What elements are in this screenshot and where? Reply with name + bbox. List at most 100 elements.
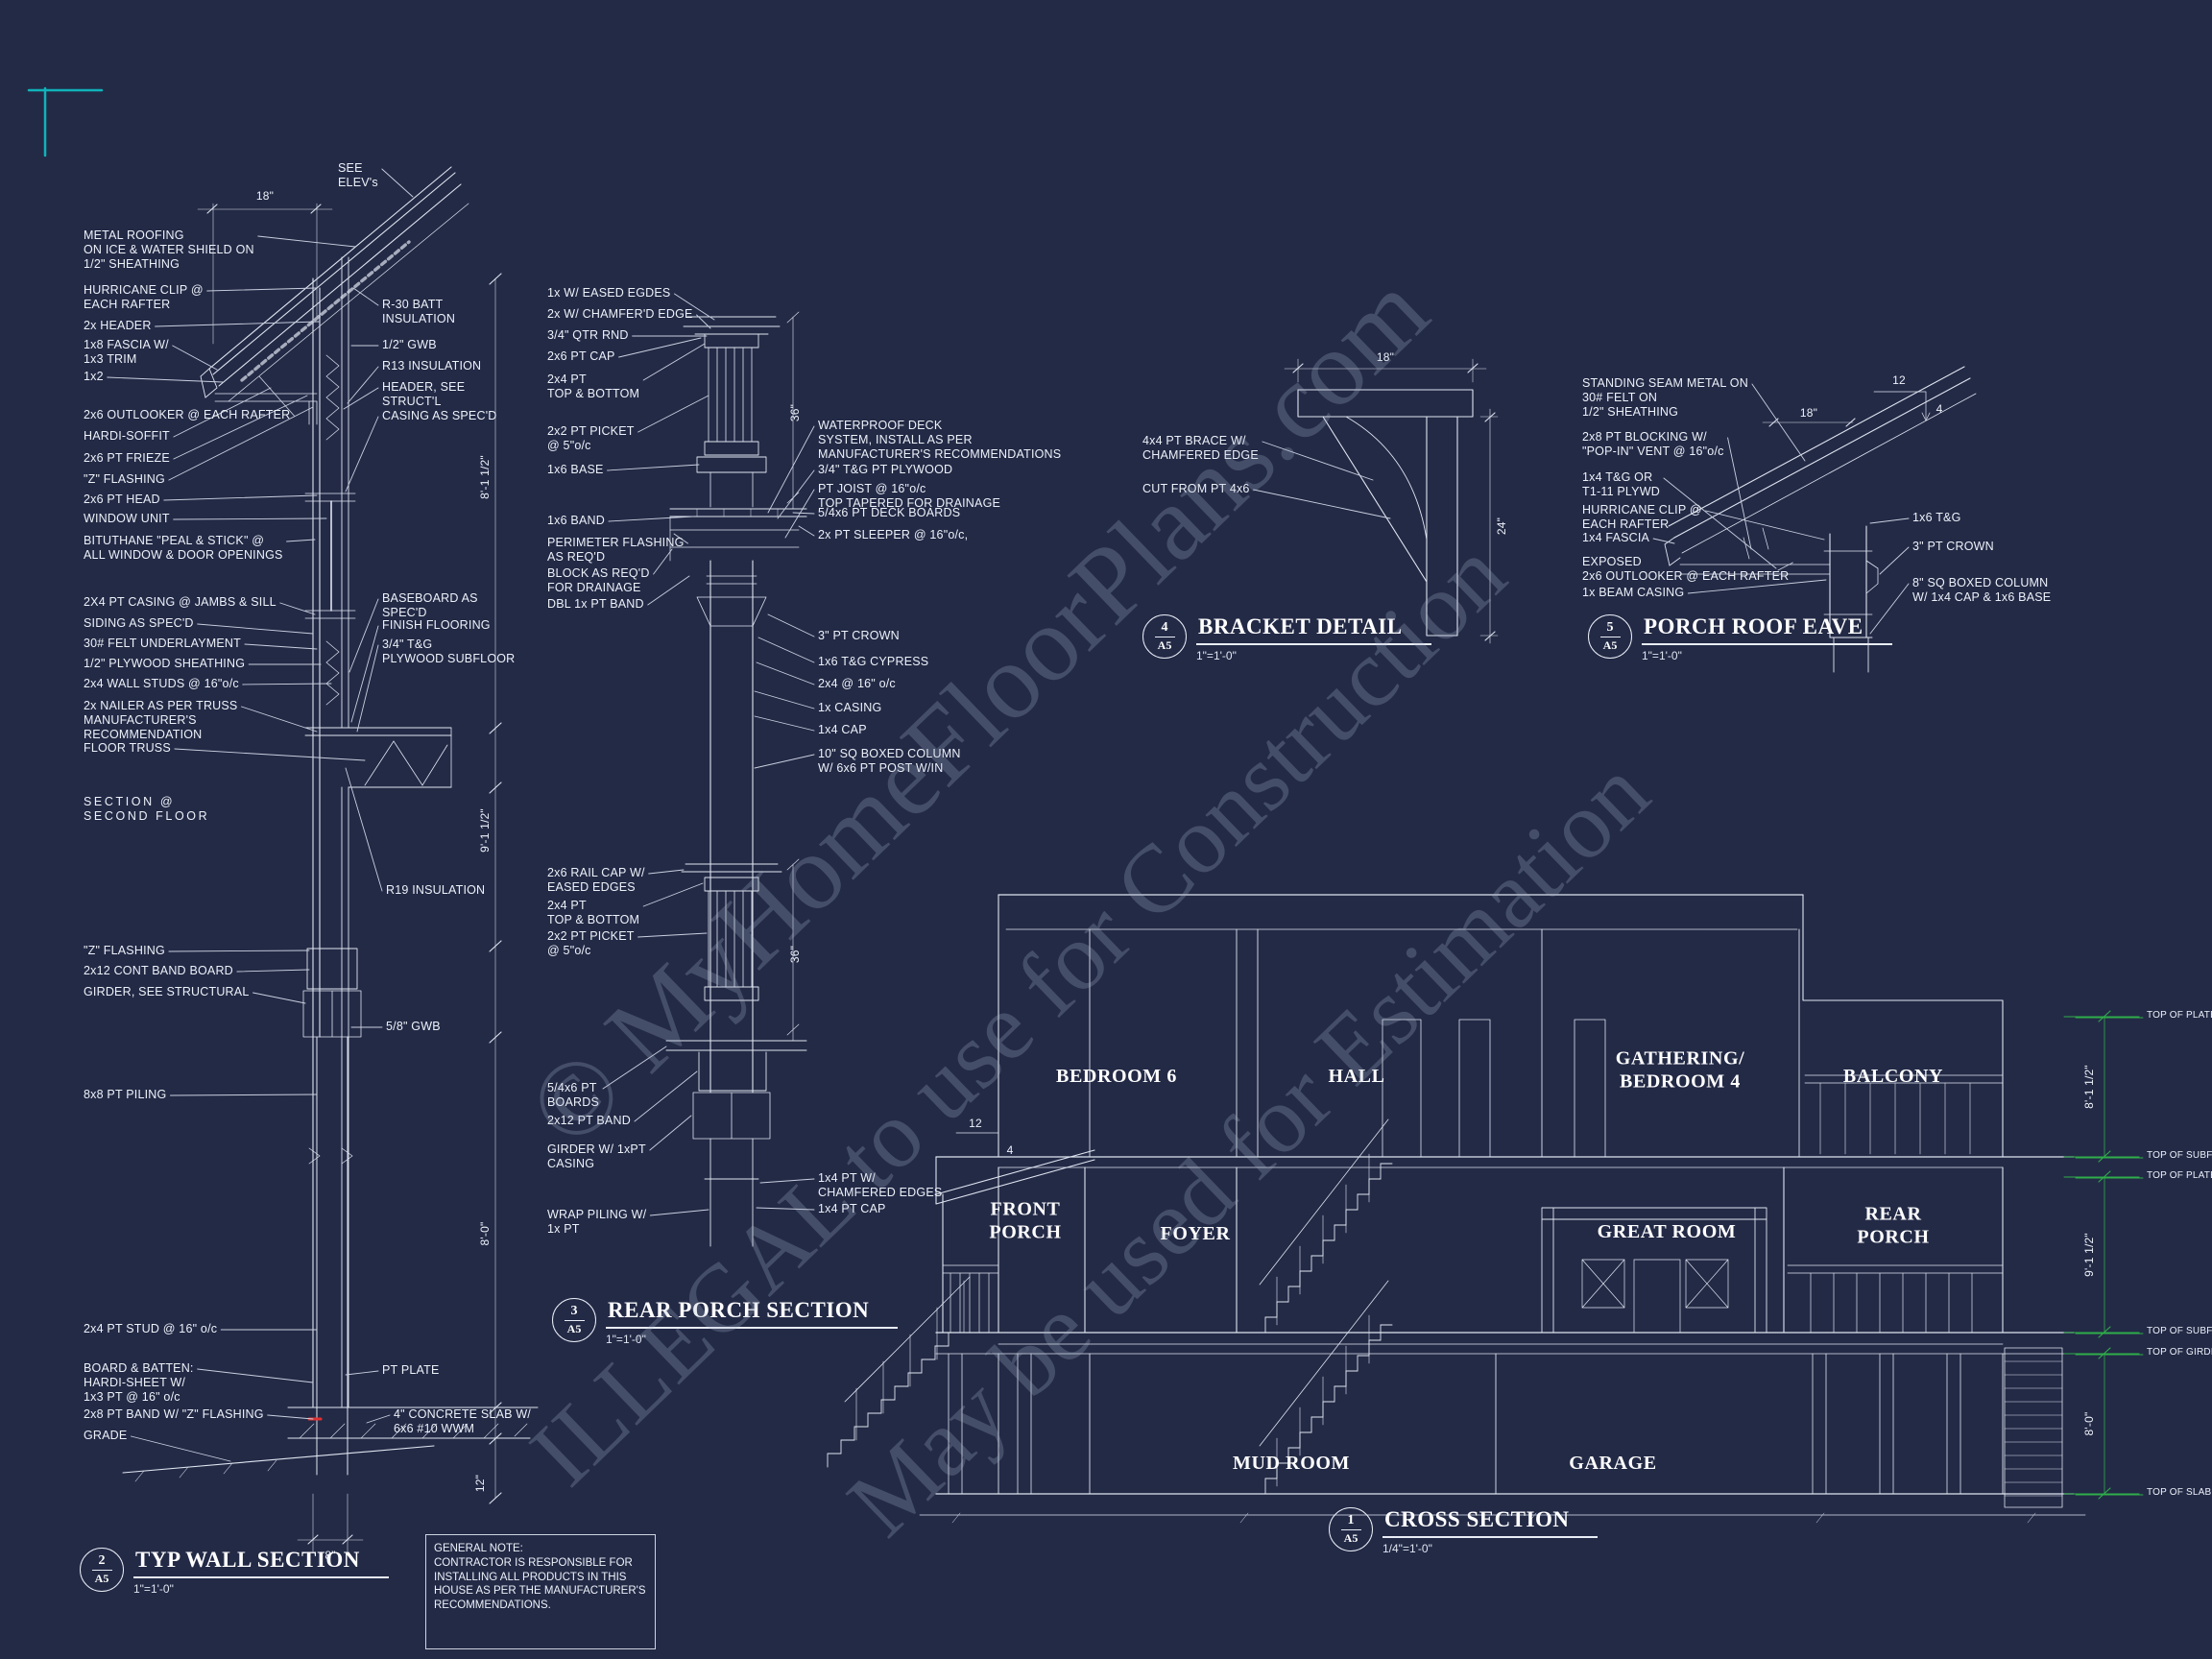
wall-callout: GRADE xyxy=(84,1429,128,1442)
wall-callout: 2x8 PT BAND W/ "Z" FLASHING xyxy=(84,1407,264,1421)
porch-callout: 1x4 PT W/ CHAMFERED EDGES xyxy=(818,1171,943,1199)
detail-scale: 1"=1'-0" xyxy=(1642,649,1682,662)
wall-callout: 2x6 PT FRIEZE xyxy=(84,451,170,465)
porch-callout: 2x W/ CHAMFER'D EDGE xyxy=(547,307,693,321)
detail-title: BRACKET DETAIL xyxy=(1196,614,1431,645)
corner-mark xyxy=(27,86,104,157)
wall-callout: 2x NAILER AS PER TRUSS MANUFACTURER'S RE… xyxy=(84,699,238,741)
general-note: GENERAL NOTE: CONTRACTOR IS RESPONSIBLE … xyxy=(425,1534,656,1649)
porch-callout: 10" SQ BOXED COLUMN W/ 6x6 PT POST W/IN xyxy=(818,747,961,775)
eave-callout: 2x8 PT BLOCKING W/ "POP-IN" VENT @ 16"o/… xyxy=(1582,430,1724,458)
room-label: HALL xyxy=(1328,1066,1385,1088)
dimension-label: 4 xyxy=(1006,1142,1014,1157)
porch-callout: DBL 1x PT BAND xyxy=(547,597,644,611)
porch-callout: 2x PT SLEEPER @ 16"o/c, xyxy=(818,528,969,541)
rear-porch-drawing xyxy=(665,311,807,1247)
porch-callout: WATERPROOF DECK SYSTEM, INSTALL AS PER M… xyxy=(818,419,1062,461)
wall-callout: HEADER, SEE STRUCT'L xyxy=(382,380,466,408)
dimension-label: 36" xyxy=(787,945,802,964)
cross-section-drawing xyxy=(827,894,2086,1524)
wall-callout: 2x6 PT HEAD xyxy=(84,493,160,506)
wall-callout: PT PLATE xyxy=(382,1363,440,1377)
porch-callout: PT JOIST @ 16"o/c TOP TAPERED FOR DRAINA… xyxy=(818,482,1001,510)
elevation-label: TOP OF SUBFLOOR xyxy=(2147,1150,2212,1161)
detail-title: CROSS SECTION xyxy=(1382,1507,1599,1538)
wall-callout: 8x8 PT PILING xyxy=(84,1088,167,1101)
detail-scale: 1"=1'-0" xyxy=(606,1333,646,1346)
room-label: GREAT ROOM xyxy=(1597,1221,1737,1243)
wall-callout: BASEBOARD AS SPEC'D xyxy=(382,591,478,619)
detail-scale: 1"=1'-0" xyxy=(1196,649,1237,662)
porch-callout: 3/4" QTR RND xyxy=(547,328,629,342)
wall-callout: 1x8 FASCIA W/ 1x3 TRIM xyxy=(84,338,169,366)
porch-callout: 1x6 BASE xyxy=(547,463,604,476)
wall-callout: CASING AS SPEC'D xyxy=(382,409,497,422)
room-label: FRONT PORCH xyxy=(989,1198,1062,1242)
wall-callout: "Z" FLASHING xyxy=(84,944,165,957)
porch-callout: PERIMETER FLASHING AS REQ'D xyxy=(547,536,685,564)
porch-callout: WRAP PILING W/ 1x PT xyxy=(547,1208,647,1236)
wall-callout: "Z" FLASHING xyxy=(84,472,165,486)
porch-callout: 3" PT CROWN xyxy=(818,629,900,642)
room-label: GARAGE xyxy=(1569,1453,1657,1475)
dimension-label: 24" xyxy=(1494,517,1508,536)
porch-callout: GIRDER W/ 1xPT CASING xyxy=(547,1142,646,1170)
detail-title: TYP WALL SECTION xyxy=(133,1548,389,1578)
room-label: MUD ROOM xyxy=(1233,1453,1350,1475)
eave-callout: 1x4 FASCIA xyxy=(1582,531,1650,544)
leader-lines xyxy=(107,168,2144,1496)
elevation-marker-lines xyxy=(2063,1010,2140,1500)
wall-callout: 2x HEADER xyxy=(84,319,152,332)
porch-callout: 1x6 BAND xyxy=(547,514,605,527)
general-note-heading: GENERAL NOTE: xyxy=(434,1543,523,1554)
wall-callout: 2x12 CONT BAND BOARD xyxy=(84,964,233,977)
wall-callout: SEE ELEV's xyxy=(338,161,378,189)
porch-callout: 2x2 PT PICKET @ 5"o/c xyxy=(547,424,635,452)
room-label: BEDROOM 6 xyxy=(1056,1066,1177,1088)
wall-callout: R19 INSULATION xyxy=(386,883,486,897)
wall-callout: 1x2 xyxy=(84,370,104,383)
dimension-label: 8'-0" xyxy=(2081,1411,2096,1436)
porch-callout: BLOCK AS REQ'D FOR DRAINAGE xyxy=(547,566,650,594)
detail-title: PORCH ROOF EAVE xyxy=(1642,614,1892,645)
wall-callout: 2X4 PT CASING @ JAMBS & SILL xyxy=(84,595,276,609)
detail-title: REAR PORCH SECTION xyxy=(606,1298,899,1329)
porch-callout: 3/4" T&G PT PLYWOOD xyxy=(818,463,953,476)
porch-callout: 5/4x6 PT BOARDS xyxy=(547,1081,599,1109)
room-label: FOYER xyxy=(1160,1223,1231,1245)
wall-callout: FINISH FLOORING xyxy=(382,618,491,632)
wall-callout: 4" CONCRETE SLAB W/ 6x6 #10 WWM xyxy=(394,1407,531,1435)
detail-scale: 1/4"=1'-0" xyxy=(1382,1542,1432,1555)
porch-callout: 2x4 @ 16" o/c xyxy=(818,677,896,690)
porch-callout: 2x6 RAIL CAP W/ EASED EDGES xyxy=(547,866,645,894)
bracket-callout: 4x4 PT BRACE W/ CHAMFERED EDGE xyxy=(1142,434,1259,462)
wall-callout: 2x4 PT STUD @ 16" o/c xyxy=(84,1322,218,1335)
dimension-label: 18" xyxy=(255,188,275,203)
section-note: SECTION @ SECOND FLOOR xyxy=(84,795,210,823)
porch-eave-drawing xyxy=(1664,366,1977,673)
wall-callout: WINDOW UNIT xyxy=(84,512,170,525)
elevation-label: TOP OF SUBFLOOR xyxy=(2147,1326,2212,1336)
elevation-label: TOP OF PLATE xyxy=(2147,1010,2212,1021)
wall-callout: METAL ROOFING ON ICE & WATER SHIELD ON 1… xyxy=(84,228,254,271)
detail-scale: 1"=1'-0" xyxy=(133,1582,174,1596)
room-label: REAR PORCH xyxy=(1857,1203,1930,1247)
room-label: BALCONY xyxy=(1842,1066,1944,1088)
general-note-body: CONTRACTOR IS RESPONSIBLE FOR INSTALLING… xyxy=(434,1557,646,1611)
porch-callout: 5/4x6 PT DECK BOARDS xyxy=(818,506,961,519)
wall-callout: GIRDER, SEE STRUCTURAL xyxy=(84,985,250,998)
wall-callout: HURRICANE CLIP @ EACH RAFTER xyxy=(84,283,204,311)
dimension-label: 12 xyxy=(969,1116,982,1130)
wall-callout: FLOOR TRUSS xyxy=(84,741,171,755)
porch-callout: 1x W/ EASED EGDES xyxy=(547,286,671,300)
eave-callout: HURRICANE CLIP @ EACH RAFTER xyxy=(1582,503,1702,531)
porch-callout: 1x6 T&G CYPRESS xyxy=(818,655,929,668)
dimension-label: 12" xyxy=(472,1474,487,1493)
